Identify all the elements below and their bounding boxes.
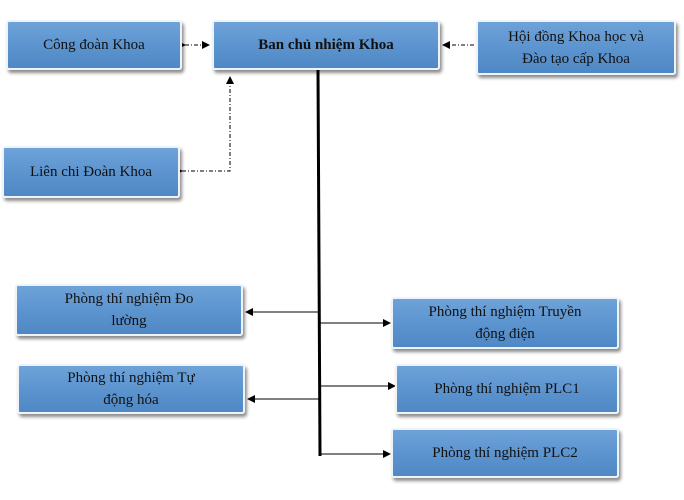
node-lab-tu-dong-hoa: Phòng thí nghiệm Tự động hóa — [17, 364, 245, 414]
node-cong-doan-khoa-label: Công đoàn Khoa — [43, 37, 145, 53]
node-lab-plc2-label: Phòng thí nghiệm PLC2 — [432, 445, 578, 461]
node-lab-do-luong-line2: lường — [111, 313, 147, 329]
node-ban-chu-nhiem-khoa: Ban chủ nhiệm Khoa — [212, 20, 440, 70]
main-spine — [316, 69, 322, 457]
node-lien-chi-doan-khoa-label: Liên chi Đoàn Khoa — [29, 164, 153, 180]
node-hoi-dong-line1: Hội đồng Khoa học và — [508, 28, 644, 45]
node-lab-truyen-dong-line1: Phòng thí nghiệm Truyền — [428, 304, 582, 320]
node-lab-plc1: Phòng thí nghiệm PLC1 — [395, 364, 619, 414]
node-lab-tu-dong-hoa-line1: Phòng thí nghiệm Tự — [67, 370, 195, 386]
node-lab-do-luong: Phòng thí nghiệm Đo lường — [15, 284, 243, 336]
node-lien-chi-doan-khoa: Liên chi Đoàn Khoa — [2, 146, 180, 198]
node-cong-doan-khoa: Công đoàn Khoa — [6, 20, 182, 70]
node-lab-tu-dong-hoa-line2: động hóa — [103, 392, 159, 408]
node-hoi-dong-khoa-hoc: Hội đồng Khoa học và Đào tạo cấp Khoa — [476, 20, 676, 75]
node-lab-truyen-dong-dien: Phòng thí nghiệm Truyền động điện — [391, 297, 619, 349]
connector-lien-chi-doan — [175, 76, 234, 175]
node-lab-plc2: Phòng thí nghiệm PLC2 — [391, 428, 619, 478]
node-ban-chu-nhiem-khoa-label: Ban chủ nhiệm Khoa — [258, 37, 394, 53]
node-hoi-dong-line2: Đào tạo cấp Khoa — [522, 50, 630, 67]
node-lab-plc1-label: Phòng thí nghiệm PLC1 — [434, 381, 580, 397]
node-lab-truyen-dong-line2: động điện — [475, 326, 535, 342]
node-lab-do-luong-line1: Phòng thí nghiệm Đo — [64, 291, 194, 307]
